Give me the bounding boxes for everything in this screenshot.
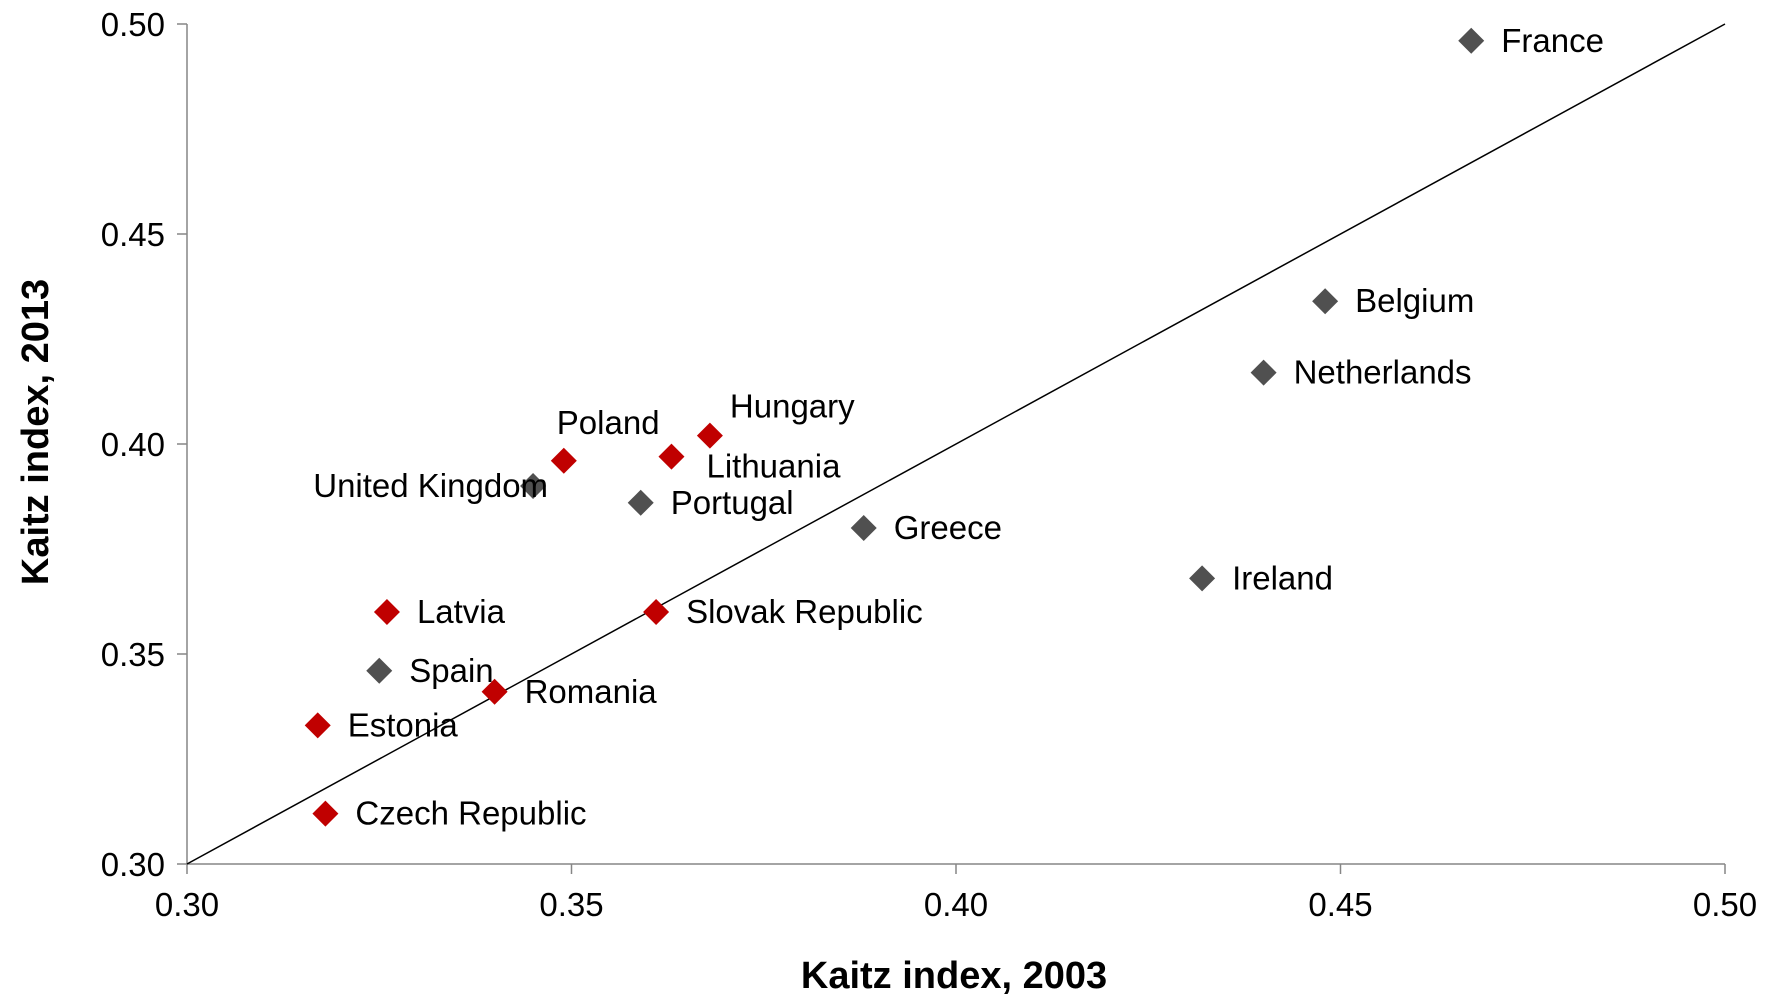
x-tick-label: 0.35 bbox=[539, 886, 603, 923]
x-tick-label: 0.30 bbox=[155, 886, 219, 923]
y-tick-label: 0.30 bbox=[101, 846, 165, 883]
x-axis-title: Kaitz index, 2003 bbox=[801, 955, 1107, 997]
point-marker-spain bbox=[366, 657, 393, 684]
point-label-portugal: Portugal bbox=[671, 484, 794, 521]
point-label-czech-republic: Czech Republic bbox=[355, 795, 586, 832]
point-marker-estonia bbox=[304, 712, 331, 739]
point-label-united-kingdom: United Kingdom bbox=[313, 467, 548, 504]
point-marker-romania bbox=[481, 678, 508, 705]
point-marker-united-kingdom bbox=[520, 473, 547, 499]
y-tick-label: 0.45 bbox=[101, 216, 165, 253]
point-marker-belgium bbox=[1312, 288, 1339, 315]
y-tick-label: 0.40 bbox=[101, 426, 165, 463]
point-label-greece: Greece bbox=[894, 509, 1002, 546]
point-label-spain: Spain bbox=[409, 652, 493, 689]
point-marker-greece bbox=[850, 515, 877, 541]
point-label-romania: Romania bbox=[525, 673, 658, 710]
y-axis-title: Kaitz index, 2013 bbox=[15, 279, 57, 585]
point-marker-portugal bbox=[627, 489, 654, 516]
x-tick-label: 0.45 bbox=[1308, 886, 1372, 923]
x-tick-label: 0.50 bbox=[1693, 886, 1757, 923]
point-marker-czech-republic bbox=[312, 800, 339, 827]
point-marker-poland bbox=[550, 447, 577, 474]
point-marker-latvia bbox=[373, 599, 400, 625]
x-tick-label: 0.40 bbox=[924, 886, 988, 923]
point-label-lithuania: Lithuania bbox=[706, 448, 841, 485]
point-label-slovak-republic: Slovak Republic bbox=[686, 593, 923, 630]
point-marker-france bbox=[1458, 27, 1485, 54]
y-tick-label: 0.50 bbox=[101, 6, 165, 43]
point-label-ireland: Ireland bbox=[1232, 559, 1333, 596]
point-marker-slovak-republic bbox=[643, 599, 670, 625]
reference-line bbox=[186, 23, 1726, 865]
point-label-poland: Poland bbox=[557, 404, 660, 441]
point-marker-netherlands bbox=[1250, 359, 1277, 386]
point-label-hungary: Hungary bbox=[730, 388, 855, 425]
point-marker-hungary bbox=[696, 422, 723, 449]
point-label-latvia: Latvia bbox=[417, 593, 506, 630]
y-tick-label: 0.35 bbox=[101, 636, 165, 673]
point-label-netherlands: Netherlands bbox=[1294, 354, 1472, 391]
point-label-belgium: Belgium bbox=[1355, 282, 1474, 319]
point-marker-ireland bbox=[1189, 565, 1216, 592]
axes: 0.30 0.35 0.40 0.45 0.50 0.30 0.35 0.40 0.45 0.50 bbox=[101, 6, 1757, 923]
point-label-france: France bbox=[1501, 22, 1604, 59]
point-label-estonia: Estonia bbox=[348, 706, 459, 743]
point-marker-lithuania bbox=[658, 443, 685, 470]
